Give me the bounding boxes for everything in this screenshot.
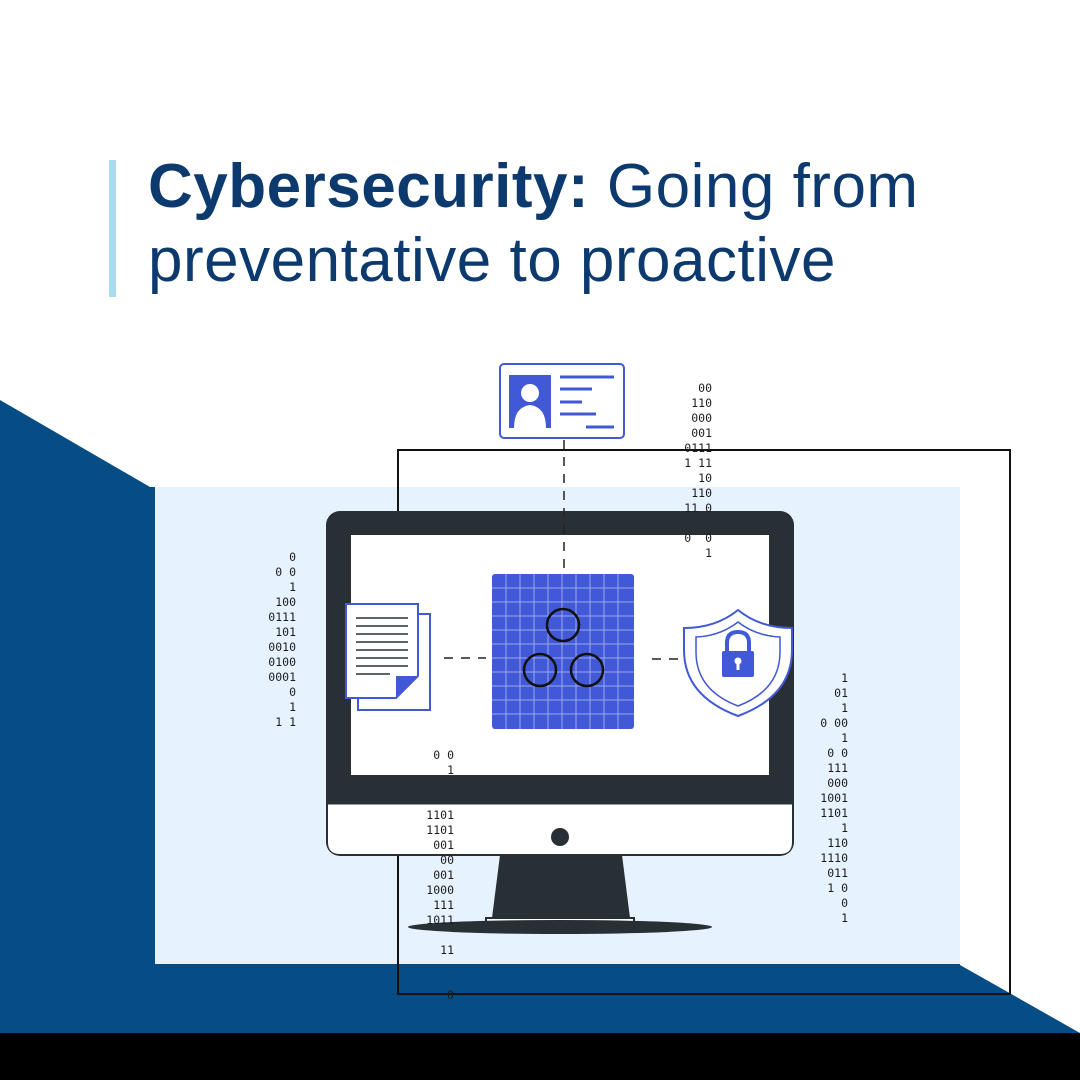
binary-line: 1 11 (684, 456, 712, 470)
binary-line: 1 (705, 546, 712, 560)
binary-line: 0 (289, 685, 296, 699)
title-bold: Cybersecurity: (148, 152, 590, 221)
binary-line: 0100 (268, 655, 296, 669)
footer-bar (0, 1033, 1080, 1080)
binary-line: 001 (433, 868, 454, 882)
binary-line: 1001 (820, 791, 848, 805)
binary-line: 0001 (268, 670, 296, 684)
binary-line (412, 778, 454, 793)
binary-line: 1 (289, 700, 296, 714)
binary-line: 110 (691, 486, 712, 500)
page-title: Cybersecurity: Going from preventative t… (148, 150, 1048, 298)
binary-line: 1011 (426, 913, 454, 927)
binary-line: 1 1 (275, 715, 296, 729)
binary-line: 1110 (820, 851, 848, 865)
binary-line: 101 (275, 625, 296, 639)
binary-line: 001 (433, 838, 454, 852)
binary-line: 0 (289, 550, 296, 564)
binary-line (668, 516, 712, 531)
binary-line (412, 928, 454, 943)
binary-line: 1 (841, 821, 848, 835)
binary-line: 1 (841, 911, 848, 925)
binary-line: 0 (841, 896, 848, 910)
binary-line: 111 (827, 761, 848, 775)
binary-line: 10 (698, 471, 712, 485)
binary-line: 00 (440, 853, 454, 867)
binary-line: 001 (691, 426, 712, 440)
title-accent-bar (109, 160, 116, 297)
binary-line (412, 958, 454, 973)
binary-line: 1 0 (827, 881, 848, 895)
document-icon (345, 603, 431, 711)
id-card-icon (499, 363, 625, 439)
shield-lock-icon (683, 608, 793, 718)
binary-line: 1 (841, 671, 848, 685)
connectors (444, 440, 692, 660)
binary-line: 1 (841, 701, 848, 715)
binary-line: 0 (447, 988, 454, 1002)
binary-line: 110 (827, 836, 848, 850)
binary-line: 1 (289, 580, 296, 594)
binary-line: 0 0 (827, 746, 848, 760)
binary-line: 1101 (426, 823, 454, 837)
binary-line (412, 793, 454, 808)
binary-line: 1101 (820, 806, 848, 820)
title-rest: Going from (589, 152, 919, 221)
network-grid-icon (492, 574, 634, 729)
binary-line: 1 (447, 763, 454, 777)
binary-line: 011 (827, 866, 848, 880)
binary-line: 0 00 (820, 716, 848, 730)
binary-line: 0111 (684, 441, 712, 455)
binary-line: 1101 (426, 808, 454, 822)
binary-line: 11 (440, 943, 454, 957)
binary-line: 0111 (268, 610, 296, 624)
binary-line (412, 973, 454, 988)
binary-line: 110 (691, 396, 712, 410)
binary-line: 000 (691, 411, 712, 425)
binary-line: 0 0 (684, 531, 712, 545)
binary-line: 0010 (268, 640, 296, 654)
binary-line: 0 0 (433, 748, 454, 762)
binary-line: 0 0 (275, 565, 296, 579)
binary-line: 11 0 (684, 501, 712, 515)
binary-line: 111 (433, 898, 454, 912)
binary-line: 1000 (426, 883, 454, 897)
binary-line: 00 (698, 381, 712, 395)
binary-line: 000 (827, 776, 848, 790)
binary-line: 100 (275, 595, 296, 609)
title-line2: preventative to proactive (148, 226, 836, 295)
binary-line: 01 (834, 686, 848, 700)
binary-line: 1 (841, 731, 848, 745)
